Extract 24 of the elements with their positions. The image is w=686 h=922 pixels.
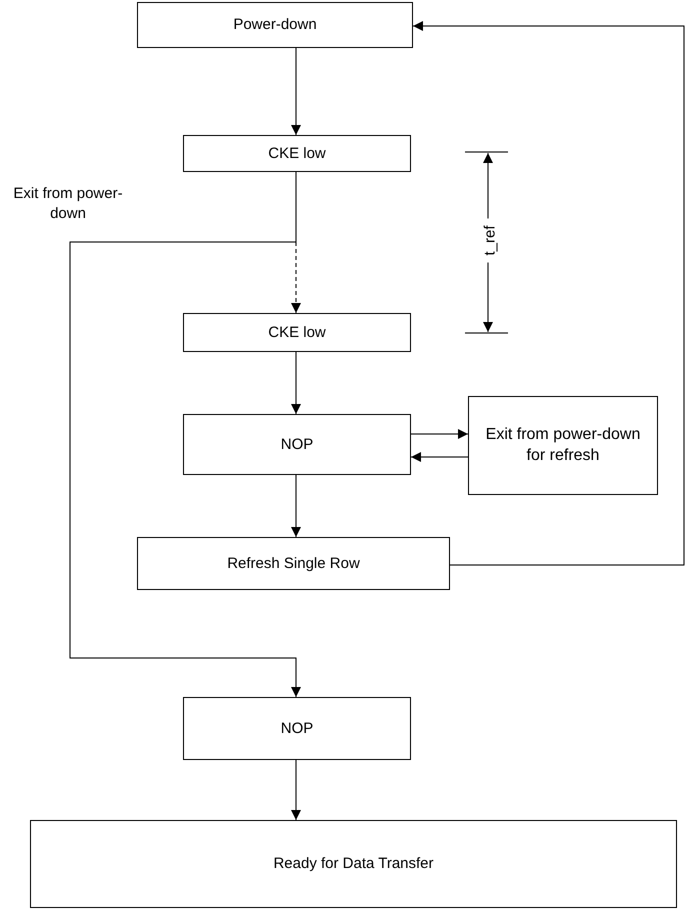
box-text: CKE low (268, 144, 326, 164)
box-text: Refresh Single Row (227, 554, 360, 574)
box-text: NOP (280, 434, 314, 454)
box-text: Exit from power-down for refresh (484, 424, 642, 466)
dimension-label: t_ref (482, 218, 498, 262)
process-box (183, 697, 411, 760)
box-text: Ready for Data Transfer (273, 854, 434, 874)
arrow (410, 452, 468, 462)
process-box (468, 396, 658, 495)
process-box (183, 414, 411, 475)
arrow (291, 352, 301, 414)
process-box (137, 2, 413, 48)
arrow (291, 474, 301, 538)
arrow (412, 21, 684, 566)
box-text: CKE low (268, 322, 326, 342)
box-text: Power-down (233, 15, 317, 35)
process-box (137, 537, 450, 590)
box-text: NOP (280, 718, 314, 738)
arrow (291, 48, 301, 136)
arrow (291, 760, 301, 820)
process-box (183, 135, 411, 172)
arrow (410, 429, 468, 439)
process-box (183, 313, 411, 352)
process-box (30, 820, 677, 908)
